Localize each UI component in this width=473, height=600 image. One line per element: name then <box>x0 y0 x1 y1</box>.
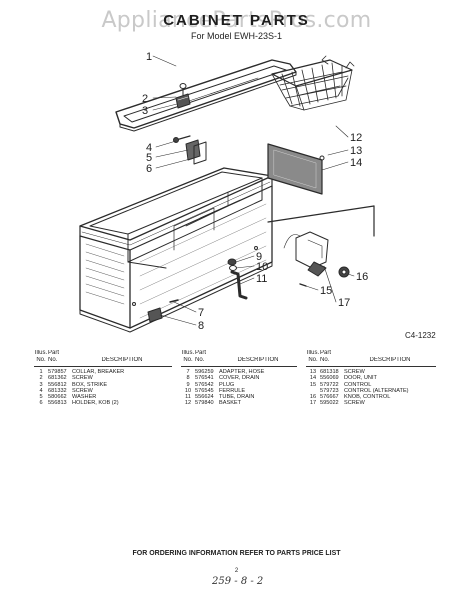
strike-box-drawing <box>175 83 191 109</box>
hinge-holder-drawing <box>173 135 207 165</box>
lid-drawing <box>115 59 297 132</box>
leader-lines <box>152 55 355 326</box>
callout-numbers: 1 2 3 4 5 6 7 8 9 10 11 12 13 14 15 16 1… <box>142 51 368 332</box>
header-illus: Illus. <box>181 350 195 356</box>
callout-14: 14 <box>350 157 362 169</box>
callout-3: 3 <box>142 105 148 117</box>
callout-10: 10 <box>256 261 268 273</box>
page-title: CABINET PARTS <box>163 12 310 29</box>
header-part: Part <box>48 350 60 356</box>
header-no: No. <box>36 357 46 363</box>
callout-13: 13 <box>350 145 362 157</box>
callout-6: 6 <box>146 163 152 175</box>
header-no: No. <box>183 357 193 363</box>
callout-5: 5 <box>146 152 152 164</box>
header-no: No. <box>308 357 318 363</box>
callout-9: 9 <box>256 251 262 263</box>
header-part: Part <box>195 350 207 356</box>
control-drawing <box>267 205 375 287</box>
callout-15: 15 <box>320 285 332 297</box>
callout-1: 1 <box>146 51 152 63</box>
header-no2: No. <box>320 357 330 363</box>
callout-8: 8 <box>198 320 204 332</box>
header-illus: Illus. <box>34 350 48 356</box>
page-number: 2 <box>234 568 239 574</box>
callout-7: 7 <box>198 307 204 319</box>
cabinet-drawing <box>79 167 273 333</box>
unit-door-drawing <box>267 143 325 195</box>
callout-17: 17 <box>338 297 350 309</box>
callout-11: 11 <box>256 273 267 285</box>
header-no2: No. <box>48 357 58 363</box>
callout-16: 16 <box>356 271 368 283</box>
ordering-note: FOR ORDERING INFORMATION REFER TO PARTS … <box>132 550 341 557</box>
diagram-code: C4-1232 <box>405 331 436 340</box>
header-description: DESCRIPTION <box>237 357 279 363</box>
callout-4: 4 <box>146 142 152 154</box>
callout-12: 12 <box>350 132 362 144</box>
header-part: Part <box>320 350 332 356</box>
basket-drawing <box>271 55 355 111</box>
handwritten-annotation: 259 - 8 - 2 <box>212 576 264 587</box>
callout-2: 2 <box>142 93 148 105</box>
header-no2: No. <box>195 357 205 363</box>
header-description: DESCRIPTION <box>369 357 411 363</box>
drain-drawing <box>147 258 248 323</box>
header-description: DESCRIPTION <box>101 357 143 363</box>
header-illus: Illus. <box>306 350 320 356</box>
watermark: AppliancePartsPros.com <box>101 8 372 33</box>
model-subtitle: For Model EWH-23S-1 <box>190 31 283 41</box>
